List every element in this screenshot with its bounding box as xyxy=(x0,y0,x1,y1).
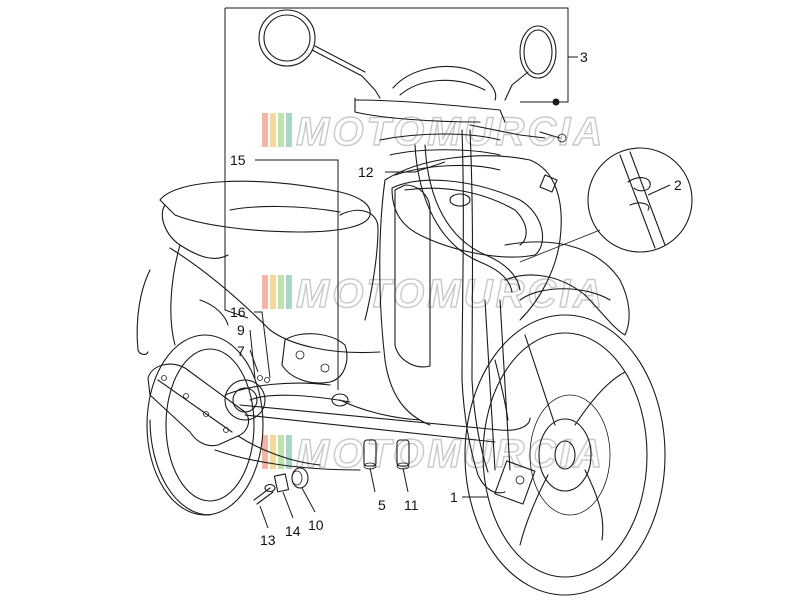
left-mirror xyxy=(258,9,381,99)
callout-16: 16 xyxy=(230,304,246,320)
callout-14: 14 xyxy=(285,523,301,539)
callout-2: 2 xyxy=(674,177,682,193)
watermark-text: MOTOMURCIA xyxy=(296,272,605,316)
callout-5: 5 xyxy=(378,497,386,513)
rear-wheel xyxy=(146,334,264,516)
part-13-screw xyxy=(253,483,276,505)
exhaust-muffler xyxy=(147,363,321,466)
part-14-clip-nut xyxy=(273,473,290,493)
control-cables xyxy=(339,129,521,494)
part-10-cap xyxy=(291,467,309,489)
callout-9: 9 xyxy=(237,322,245,338)
front-fender xyxy=(504,241,630,336)
group-bracket-3 xyxy=(224,7,578,319)
handlebar-assembly xyxy=(354,66,567,156)
watermark-middle: MOTOMURCIA xyxy=(262,271,605,317)
engine-and-floor xyxy=(214,379,531,471)
front-fork xyxy=(484,299,536,505)
right-mirror xyxy=(504,25,557,101)
watermark-text: MOTOMURCIA xyxy=(296,432,605,476)
leader-lines xyxy=(249,159,671,529)
callout-13: 13 xyxy=(260,532,276,548)
watermark-bottom: MOTOMURCIA xyxy=(262,431,605,477)
callout-labels: 3 2 15 12 16 9 7 1 5 11 10 14 13 xyxy=(230,49,682,548)
callout-3: 3 xyxy=(580,49,588,65)
rear-bodywork xyxy=(136,180,381,384)
watermark-text: MOTOMURCIA xyxy=(296,110,605,154)
callout-12: 12 xyxy=(358,164,374,180)
callout-1: 1 xyxy=(450,489,458,505)
part-hose-clip xyxy=(331,393,349,407)
detail-inset-circle xyxy=(519,147,693,263)
callout-11: 11 xyxy=(404,497,419,513)
callout-10: 10 xyxy=(308,517,324,533)
callout-7: 7 xyxy=(237,343,245,359)
callout-15: 15 xyxy=(230,152,246,168)
part-7-9-fasteners xyxy=(257,375,270,383)
watermark-top: MOTOMURCIA xyxy=(262,109,605,155)
